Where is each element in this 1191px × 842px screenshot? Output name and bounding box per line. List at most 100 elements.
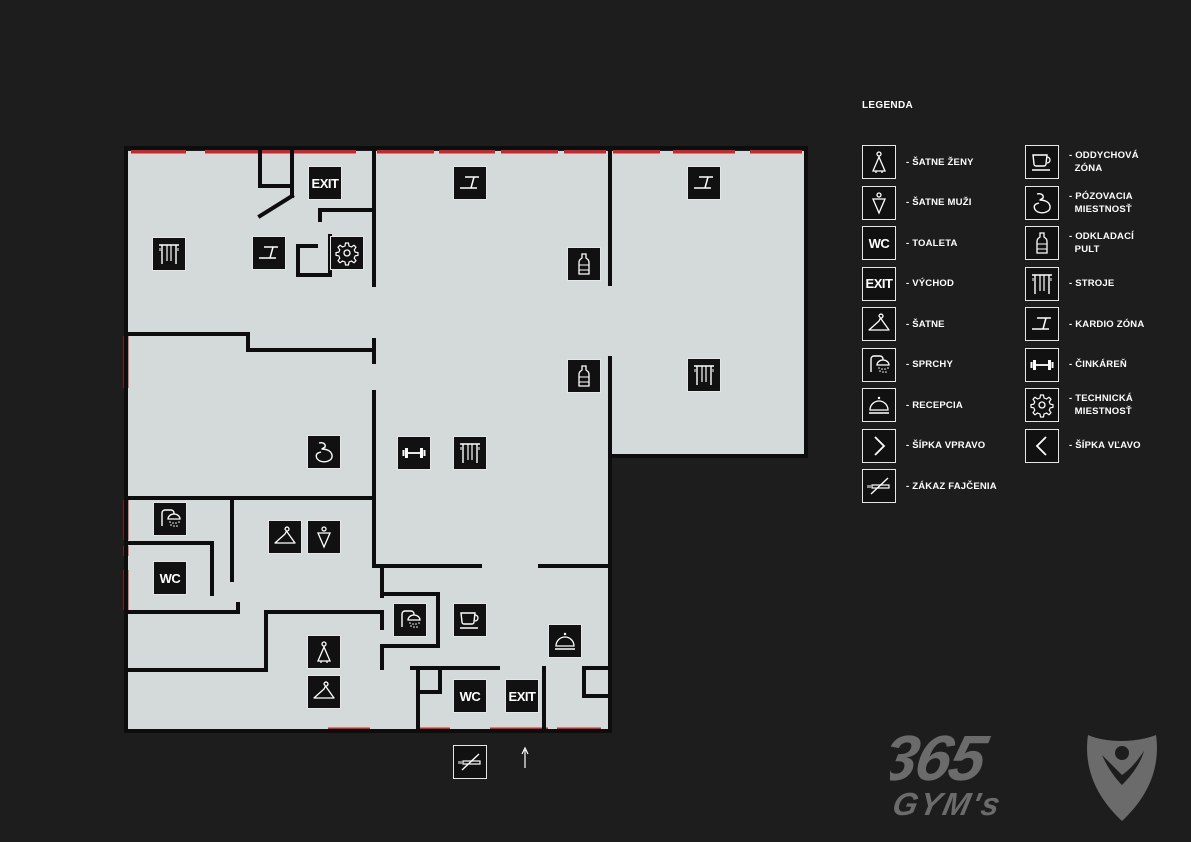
dumbbell-icon: [1030, 359, 1054, 370]
wc-icon: WC: [868, 235, 890, 251]
entrance-arrow: [521, 746, 529, 768]
legend-label: - STROJE: [1069, 278, 1115, 289]
exit-icon: EXIT: [508, 688, 536, 704]
legend-icon: [862, 428, 896, 463]
legend-item: - ŠATNE ŽENY: [862, 145, 996, 179]
map-marker-machines: [687, 358, 721, 392]
posing-arm-icon: [1033, 192, 1051, 213]
shower-icon: [401, 610, 421, 628]
legend-title: LEGENDA: [862, 100, 913, 111]
map-marker-coffee-cup: [453, 603, 487, 637]
treadmill-icon: [1032, 317, 1051, 330]
exit-icon: EXIT: [311, 175, 339, 191]
legend-icon: [1025, 266, 1059, 301]
map-marker-hanger: [307, 675, 341, 709]
legend-item: - SPRCHY: [862, 347, 996, 382]
exit-icon: EXIT: [865, 276, 893, 291]
map-marker-wc: WC: [153, 561, 187, 595]
bottle-icon: [1036, 232, 1048, 254]
wc-icon: WC: [459, 688, 481, 704]
legend-item: - ODDYCHOVÁ ZÓNA: [1025, 145, 1159, 179]
gear-icon: [335, 242, 359, 266]
bottle-icon: [578, 365, 590, 387]
no-smoking-icon: [458, 753, 481, 771]
map-marker-posing-arm: [307, 435, 341, 469]
legend-label: - ŠÍPKA VPRAVO: [906, 440, 986, 451]
logo-name: GYM's: [890, 786, 1005, 822]
legend-item: - ZÁKAZ FAJČENIA: [862, 469, 997, 503]
treadmill-icon: [694, 176, 713, 189]
map-marker-woman: [307, 635, 341, 669]
map-marker-dumbbell: [397, 436, 431, 470]
posing-arm-icon: [315, 442, 333, 463]
legend-icon: [862, 469, 896, 503]
reception-bell-icon: [555, 632, 575, 650]
legend-item: - KARDIO ZÓNA: [1025, 307, 1159, 341]
legend-item: - PÓZOVACIA MIESTNOSŤ: [1025, 185, 1159, 220]
treadmill-icon: [259, 246, 278, 259]
map-marker-man: [307, 520, 341, 554]
machines-icon: [460, 443, 480, 463]
legend-icon: EXIT: [862, 266, 896, 301]
legend-icon: [862, 145, 896, 179]
legend-label: - ODDYCHOVÁ ZÓNA: [1069, 150, 1139, 174]
map-marker-treadmill: [453, 166, 487, 200]
legend-icon: [1025, 388, 1059, 422]
machines-icon: [159, 244, 179, 264]
legend-label: - ŠATNE MUŽI: [906, 197, 972, 208]
map-marker-wc: WC: [453, 679, 487, 713]
woman-icon: [872, 151, 886, 173]
map-marker-bottle: [567, 359, 601, 393]
legend-icon: [862, 347, 896, 382]
map-marker-exit: EXIT: [308, 166, 342, 200]
legend-label: - ŠÍPKA VĽAVO: [1069, 440, 1141, 451]
legend-label: - VÝCHOD: [906, 278, 955, 289]
shower-icon: [161, 509, 181, 527]
map-marker-exit: EXIT: [505, 679, 539, 713]
map-marker-shower: [153, 502, 187, 536]
arrow-right-icon: [874, 435, 886, 456]
legend-item: WC- TOALETA: [862, 226, 996, 260]
legend-item: - RECEPCIA: [862, 388, 996, 422]
floor-area: [128, 151, 806, 731]
coffee-cup-icon: [1032, 154, 1051, 171]
map-marker-machines: [152, 237, 186, 271]
dumbbell-icon: [402, 448, 426, 458]
bottle-icon: [578, 253, 590, 275]
legend-label: - RECEPCIA: [906, 399, 963, 411]
legend-icon: [862, 307, 896, 341]
man-icon: [872, 191, 886, 215]
coffee-cup-icon: [460, 612, 479, 629]
hanger-icon: [313, 681, 335, 699]
map-marker-reception-bell: [548, 624, 582, 658]
legend-icon: [1025, 145, 1059, 179]
treadmill-icon: [460, 176, 479, 189]
legend-label: - KARDIO ZÓNA: [1069, 318, 1145, 330]
map-marker-gear: [330, 236, 364, 270]
map-marker-treadmill: [252, 236, 286, 270]
legend-label: - ŠATNE: [906, 318, 945, 330]
legend-label: - ŠATNE ŽENY: [906, 156, 974, 168]
legend-icon: [862, 185, 896, 220]
wc-icon: WC: [159, 570, 181, 586]
map-marker-treadmill: [687, 166, 721, 200]
legend-item: - ODKLADACÍ PULT: [1025, 226, 1159, 260]
machines-icon: [694, 365, 714, 385]
legend-label: - TECHNICKÁ MIESTNOSŤ: [1069, 393, 1133, 417]
map-marker-hanger: [268, 520, 302, 554]
legend-item: - ŠATNE: [862, 307, 996, 341]
man-icon: [317, 526, 331, 549]
hanger-icon: [274, 526, 296, 544]
legend-item: - TECHNICKÁ MIESTNOSŤ: [1025, 388, 1159, 422]
legend-label: - ZÁKAZ FAJČENIA: [906, 480, 997, 492]
legend-icon: [1025, 428, 1059, 463]
woman-icon: [317, 641, 331, 663]
legend-icon: WC: [862, 226, 896, 260]
legend-icon: [1025, 226, 1059, 260]
legend-item: - ŠATNE MUŽI: [862, 185, 996, 220]
legend-label: - SPRCHY: [906, 359, 953, 370]
shower-icon: [870, 354, 890, 373]
gym-logo: 365 GYM's: [890, 725, 1157, 822]
legend-item: - ŠÍPKA VPRAVO: [862, 428, 996, 463]
